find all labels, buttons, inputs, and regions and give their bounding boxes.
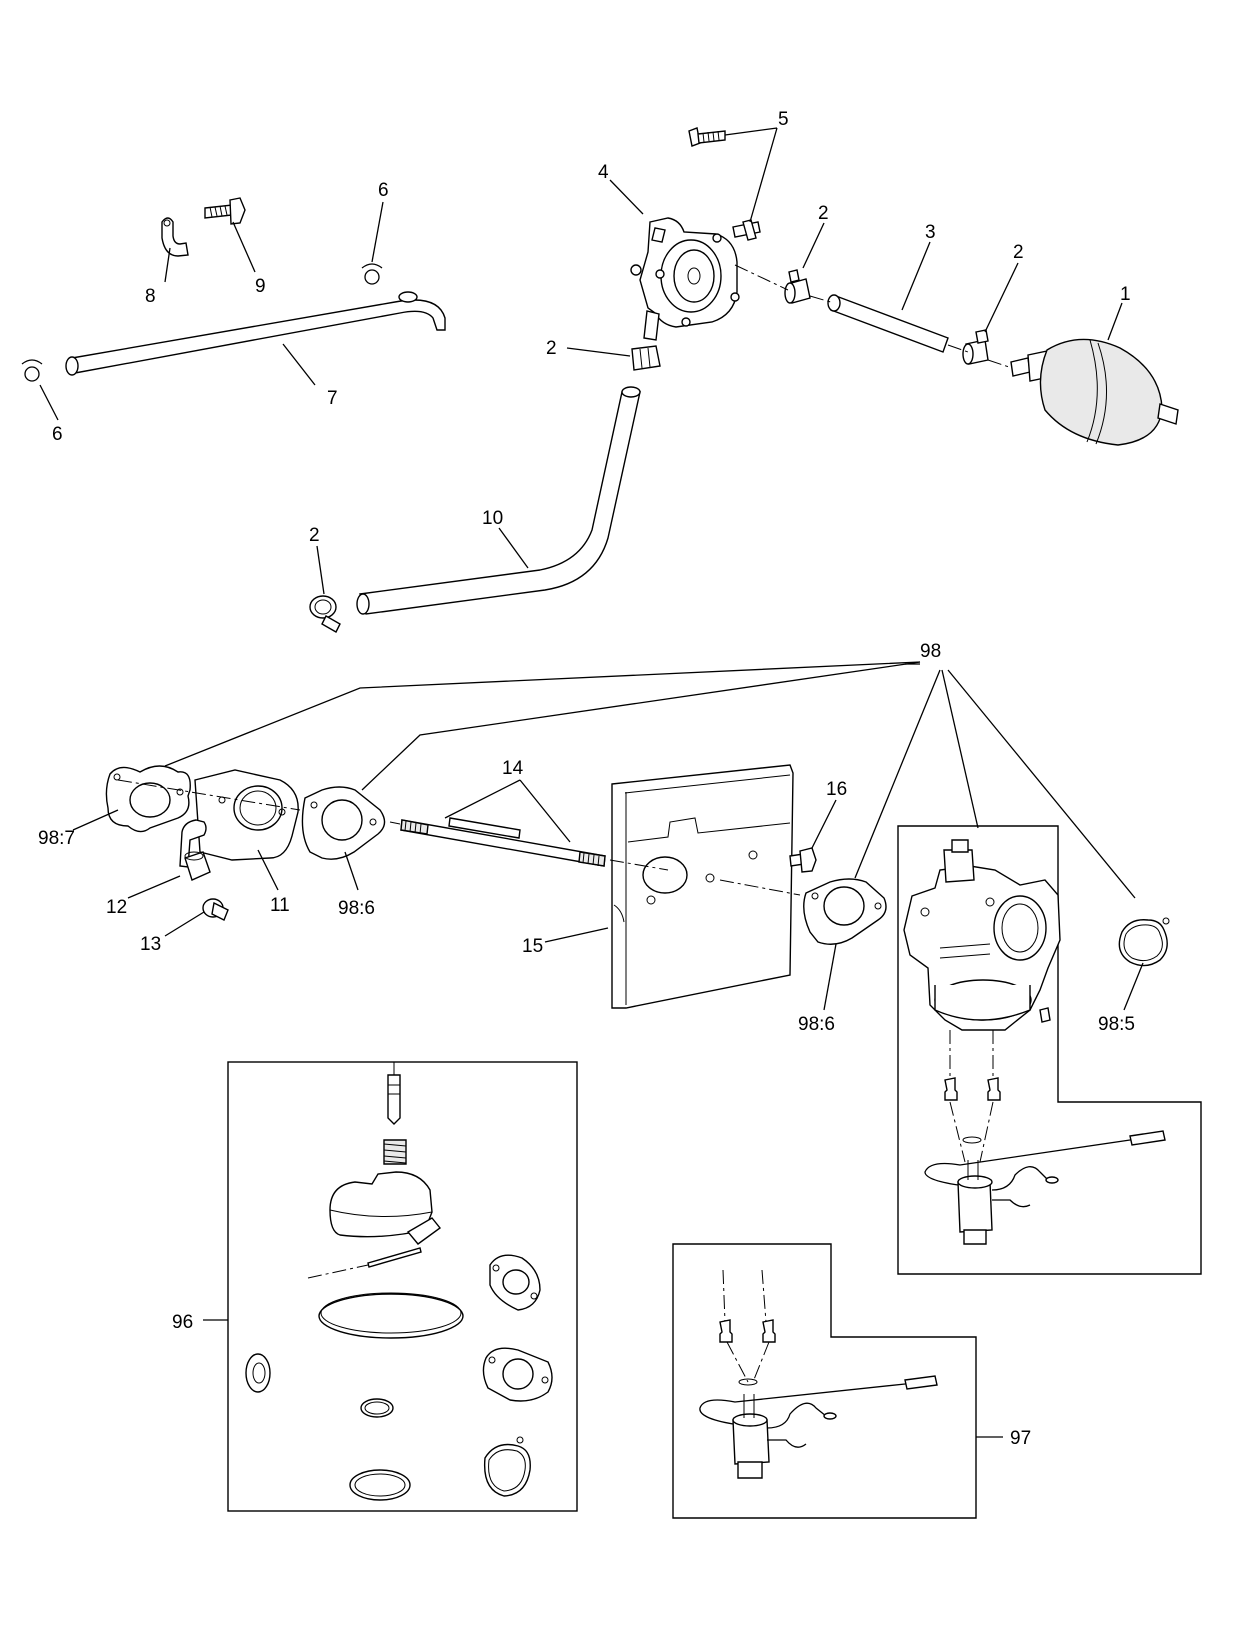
callout-5: 5 bbox=[778, 109, 789, 130]
kit-97-contents bbox=[699, 1269, 938, 1479]
leader-lines-upper bbox=[39, 127, 1123, 595]
screw-part-9 bbox=[204, 197, 246, 225]
bolt-part-5-lower bbox=[732, 219, 761, 241]
gasket-part-98-6-right bbox=[803, 878, 887, 945]
center-line-upper bbox=[734, 264, 1013, 369]
callout-98-5: 98:5 bbox=[1098, 1014, 1135, 1035]
leader-lines-98 bbox=[164, 661, 1136, 899]
callout-98: 98 bbox=[920, 641, 941, 662]
hose-clip-part-2-b bbox=[962, 329, 989, 365]
hose-clip-part-2-d bbox=[309, 595, 341, 633]
fuel-solenoid-box1 bbox=[924, 1130, 1166, 1245]
carb-spacer-part-11 bbox=[179, 769, 299, 868]
solenoid-jets-box1 bbox=[944, 1030, 1001, 1163]
gasket-part-98-6-left bbox=[301, 786, 386, 860]
hose-clip-part-2-c bbox=[631, 345, 661, 371]
callout-6-right: 6 bbox=[378, 180, 389, 201]
callout-15: 15 bbox=[522, 936, 543, 957]
hose-clip-part-2-a bbox=[784, 269, 811, 304]
callout-2-d: 2 bbox=[309, 525, 320, 546]
fuel-hose-part-3 bbox=[827, 294, 949, 353]
callout-97: 97 bbox=[1010, 1428, 1031, 1449]
callout-96: 96 bbox=[172, 1312, 193, 1333]
heat-shield-part-15 bbox=[611, 764, 794, 1009]
fuel-pump-part-4 bbox=[630, 217, 740, 341]
callout-10: 10 bbox=[482, 508, 503, 529]
callout-2-b: 2 bbox=[818, 203, 829, 224]
callout-12: 12 bbox=[106, 897, 127, 918]
callout-7: 7 bbox=[327, 388, 338, 409]
callout-98-6-left: 98:6 bbox=[338, 898, 375, 919]
clip-part-13 bbox=[202, 898, 229, 921]
clamp-part-8 bbox=[161, 217, 189, 257]
leader-lines-middle bbox=[72, 779, 1144, 1011]
callout-8: 8 bbox=[145, 286, 156, 307]
fuel-hose-part-10 bbox=[356, 386, 641, 615]
cap-part-12 bbox=[184, 851, 211, 881]
kit-96-contents bbox=[245, 1062, 553, 1501]
bolt-part-5-upper bbox=[688, 127, 726, 147]
callout-14: 14 bbox=[502, 758, 524, 779]
center-line-middle bbox=[117, 779, 801, 896]
gasket-part-98-7 bbox=[105, 765, 191, 833]
callout-1: 1 bbox=[1120, 284, 1131, 305]
callout-13: 13 bbox=[140, 934, 161, 955]
callout-9: 9 bbox=[255, 276, 266, 297]
hose-clip-part-6-right bbox=[361, 263, 383, 285]
callout-2-a: 2 bbox=[1013, 242, 1024, 263]
callout-labels: 1 2 3 2 5 4 6 9 8 7 6 2 10 2 98 14 16 98… bbox=[38, 109, 1135, 1449]
callout-98-7: 98:7 bbox=[38, 828, 75, 849]
bolt-part-16 bbox=[789, 847, 817, 873]
carburetor-inset-box bbox=[897, 825, 1202, 1275]
kit-96-box bbox=[227, 1061, 578, 1512]
callout-4: 4 bbox=[598, 162, 609, 183]
callout-6-left: 6 bbox=[52, 424, 63, 445]
carburetor bbox=[903, 839, 1061, 1031]
callout-11: 11 bbox=[270, 895, 290, 916]
gasket-part-98-5 bbox=[1118, 917, 1170, 967]
stud-part-14 bbox=[400, 817, 606, 867]
callout-3: 3 bbox=[925, 222, 936, 243]
fuel-filter-part-1 bbox=[1010, 338, 1179, 446]
callout-16: 16 bbox=[826, 779, 847, 800]
fuel-hose-part-7 bbox=[65, 291, 446, 376]
kit-97-box bbox=[672, 1243, 977, 1519]
hose-clip-part-6-left bbox=[21, 359, 43, 382]
callout-98-6-right: 98:6 bbox=[798, 1014, 835, 1035]
callout-2-c: 2 bbox=[546, 338, 557, 359]
